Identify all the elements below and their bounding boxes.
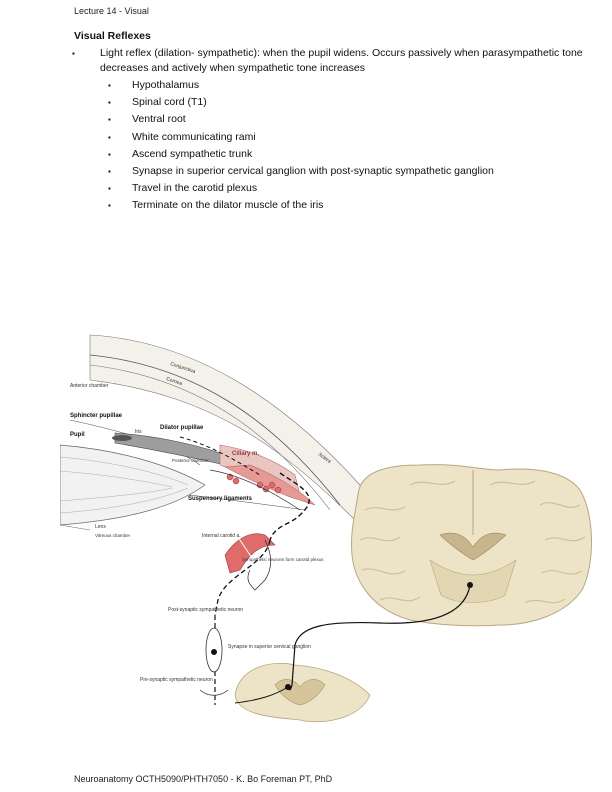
section-title: Visual Reflexes: [74, 30, 151, 42]
spinal-cord-section: [234, 662, 371, 723]
label-vitreous: Vitreous chamber: [95, 533, 131, 538]
label-ciliary: Ciliary m.: [232, 451, 259, 457]
label-suspensory-ligaments: Suspensory ligaments: [188, 496, 253, 502]
label-internal-carotid: Internal carotid a.: [202, 533, 241, 539]
label-synapse-scg: Synapse in superior cervical ganglion: [228, 644, 311, 650]
page-header: Lecture 14 - Visual: [74, 6, 149, 16]
list-item: ▪White communicating rami: [108, 130, 256, 143]
label-sympathetic-neurons: Sympathetic neurons form carotid plexus: [242, 557, 324, 562]
list-item: ▪Travel in the carotid plexus: [108, 182, 258, 195]
bullet-icon: ▪: [72, 49, 75, 58]
bullet-icon: ▪: [108, 166, 111, 176]
main-bullet: ▪ Light reflex (dilation- sympathetic): …: [72, 46, 592, 76]
label-pre-synaptic: Pre-synaptic sympathetic neuron: [140, 677, 213, 683]
bullet-icon: ▪: [108, 149, 111, 159]
pathway-steps-list: ▪Hypothalamus ▪Spinal cord (T1) ▪Ventral…: [108, 78, 494, 216]
list-item: ▪Hypothalamus: [108, 79, 200, 91]
list-item: ▪Ascend sympathetic trunk: [108, 147, 253, 160]
label-posterior-chamber: Posterior chamber: [172, 458, 209, 463]
list-item: ▪Terminate on the dilator muscle of the …: [108, 199, 324, 212]
bullet-icon: ▪: [108, 201, 111, 211]
bullet-icon: ▪: [108, 81, 111, 90]
page-footer: Neuroanatomy OCTH5090/PHTH7050 - K. Bo F…: [74, 774, 333, 784]
list-item: ▪Ventral root: [108, 113, 186, 126]
label-cornea: Cornea: [165, 376, 183, 387]
bullet-icon: ▪: [108, 98, 111, 108]
sympathetic-chain: [199, 615, 229, 705]
bullet-icon: ▪: [108, 132, 111, 142]
label-iris: Iris: [135, 429, 142, 435]
label-sphincter-pupillae: Sphincter pupillae: [70, 413, 123, 419]
label-dilator-pupillae: Dilator pupillae: [160, 425, 204, 431]
carotid-plexus: [214, 533, 276, 616]
main-bullet-text: Light reflex (dilation- sympathetic): wh…: [100, 47, 583, 74]
bullet-icon: ▪: [108, 184, 111, 194]
label-pupil: Pupil: [70, 432, 85, 438]
bullet-icon: ▪: [108, 115, 111, 125]
list-item: ▪Spinal cord (T1): [108, 96, 207, 109]
brain-section: [287, 464, 592, 691]
label-post-synaptic: Post-synaptic sympathetic neuron: [168, 607, 243, 613]
sympathetic-pathway-figure: Conjunctiva Cornea Anterior chamber Sphi…: [60, 334, 592, 723]
eye-diagram: [60, 334, 361, 541]
label-anterior-chamber: Anterior chamber: [70, 383, 109, 389]
label-lens: Lens: [95, 524, 106, 530]
list-item: ▪Synapse in superior cervical ganglion w…: [108, 164, 494, 177]
